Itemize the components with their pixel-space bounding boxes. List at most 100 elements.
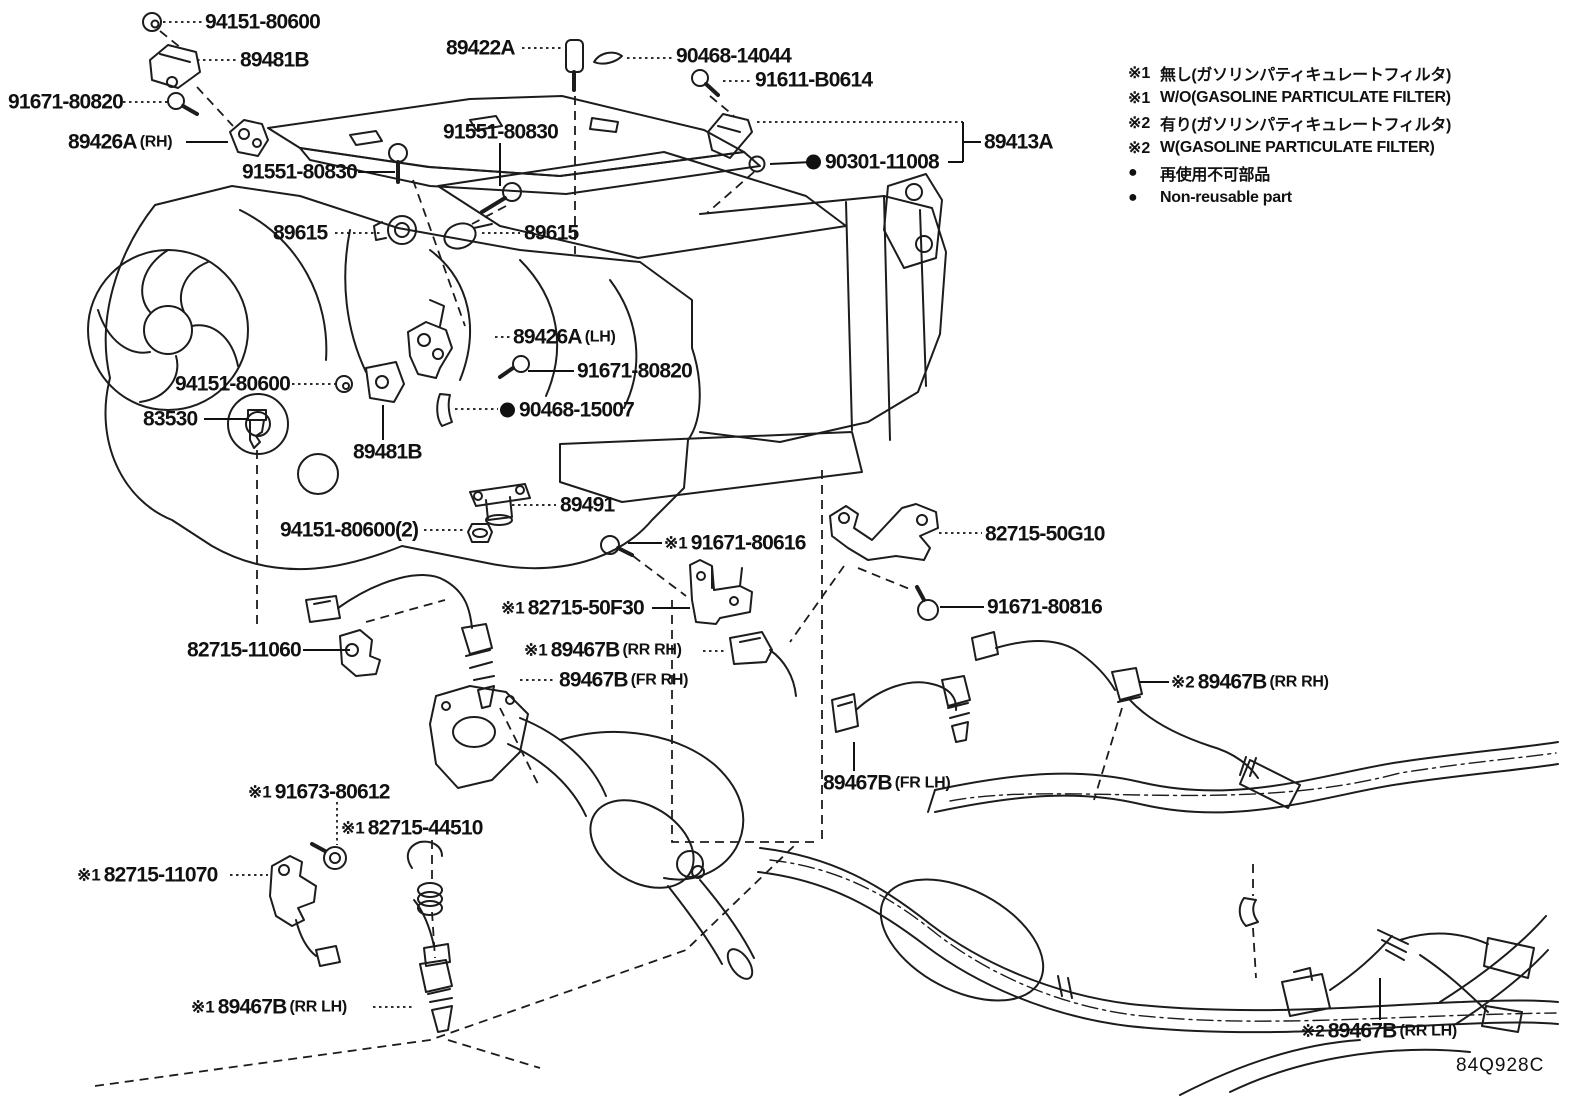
part-number: 91673-80612 xyxy=(274,780,391,804)
part-label-90301-11008: 90301-11008 xyxy=(806,150,940,174)
part-icon-sensor-89426a-rh xyxy=(229,119,269,157)
part-label-91671-80820: 91671-80820 xyxy=(577,361,693,382)
variant-marker: ※2 xyxy=(1301,1021,1325,1041)
part-number: 82715-44510 xyxy=(367,816,484,840)
engine-drawing xyxy=(87,95,947,571)
legend-row-5: ● 再使用不可部品 xyxy=(1128,160,1451,185)
part-label-82715-50g10: 82715-50G10 xyxy=(985,524,1105,545)
part-number: 94151-80600 xyxy=(175,372,291,396)
part-label-91671-80820: 91671-80820 xyxy=(8,90,124,114)
legend-row-6: ● Non-reusable part xyxy=(1128,185,1451,210)
part-icon-nut-94151-80600-top xyxy=(142,12,162,32)
part-label-91551-80830: 91551-80830 xyxy=(242,160,358,184)
part-label-89491: 89491 xyxy=(560,493,615,517)
legend-text: 有り(ガソリンパティキュレートフィルタ) xyxy=(1160,116,1452,134)
legend-marker: ● xyxy=(1128,163,1138,181)
part-label-90468-15007: 90468-15007 xyxy=(500,398,635,422)
part-icon-sensor-89426a-lh xyxy=(407,299,453,379)
part-number: 94151-80600(2) xyxy=(280,518,419,542)
part-label-89422a: 89422A xyxy=(446,36,516,60)
non-reusable-dot-icon xyxy=(806,154,821,170)
part-icon-sensor-89491 xyxy=(469,483,531,526)
part-label-90468-14044: 90468-14044 xyxy=(676,44,792,68)
part-icon-bracket-82715-50g10 xyxy=(829,503,939,561)
part-label-89426a-rh: 89426A(RH) xyxy=(68,130,173,154)
part-label-94151-80600: 94151-80600 xyxy=(175,372,291,396)
legend-text: W/O(GASOLINE PARTICULATE FILTER) xyxy=(1160,88,1451,106)
leader-lines-dotted xyxy=(123,21,982,1008)
non-reusable-dot-icon xyxy=(500,402,515,418)
part-number: 82715-50G10 xyxy=(985,522,1105,546)
part-number: 90468-15007 xyxy=(519,398,635,422)
legend-text: Non-reusable part xyxy=(1160,188,1292,206)
part-icon-sensor-89467b-rr-rh-2 xyxy=(971,631,1301,809)
part-number: 82715-50F30 xyxy=(527,596,645,620)
legend-marker: ※1 xyxy=(1128,89,1151,107)
part-label-89615: 89615 xyxy=(524,223,579,244)
position-note: (RR LH) xyxy=(1399,1022,1457,1039)
part-label-89467b-fr-rh: 89467B(FR RH) xyxy=(559,670,689,691)
part-label-91551-80830: 91551-80830 xyxy=(443,120,559,144)
variant-marker: ※1 xyxy=(341,818,365,838)
part-icon-bolt-91671-80816 xyxy=(915,585,939,621)
part-label-89481b: 89481B xyxy=(240,48,310,72)
part-icon-sensor-89422a xyxy=(565,39,584,92)
part-icon-bolt-91611-b0614 xyxy=(691,69,720,97)
part-icon-bolt-91671-80820-2 xyxy=(498,355,530,379)
diagram-code: 84Q928C xyxy=(1456,1055,1545,1076)
part-icon-sensor-89467b-rr-lh-1 xyxy=(413,899,453,1033)
part-number: 91671-80616 xyxy=(690,531,807,555)
part-number: 82715-11070 xyxy=(103,863,219,887)
part-number: 89467B xyxy=(217,995,288,1019)
part-icon-sensor-89413a xyxy=(707,113,766,173)
part-number: 94151-80600 xyxy=(205,10,321,34)
variant-marker: ※1 xyxy=(248,782,272,802)
legend-marker: ● xyxy=(1128,188,1138,206)
part-icon-bracket-82715-50f30 xyxy=(689,559,753,625)
legend-text: 無し(ガソリンパティキュレートフィルタ) xyxy=(1160,66,1452,84)
part-number: 89491 xyxy=(560,493,615,517)
part-number: 90468-14044 xyxy=(676,44,792,68)
part-icon-clip-90468-14044 xyxy=(593,51,623,65)
part-icon-bolt-91671-80820 xyxy=(167,92,199,116)
part-number: 89422A xyxy=(446,36,516,60)
dashed-association-lines xyxy=(94,30,1257,1087)
position-note: (LH) xyxy=(584,328,616,345)
part-number: 89467B xyxy=(1327,1019,1398,1043)
part-number: 91671-80816 xyxy=(987,595,1103,619)
variant-marker: ※1 xyxy=(664,533,688,553)
part-icon-grommet-91673-80612 xyxy=(310,842,347,870)
part-number: 91671-80820 xyxy=(8,90,124,114)
part-icon-bracket-82715-11070 xyxy=(269,855,341,967)
legend-row-2: ※1 W/O(GASOLINE PARTICULATE FILTER) xyxy=(1128,85,1451,110)
part-label-89413a: 89413A xyxy=(984,130,1054,154)
part-number: 89426A xyxy=(68,130,138,154)
part-number: 91551-80830 xyxy=(242,160,358,184)
part-number: 89413A xyxy=(984,130,1054,154)
part-number: 90301-11008 xyxy=(825,150,940,174)
part-label-89615: 89615 xyxy=(273,223,328,244)
variant-marker: ※2 xyxy=(1171,672,1195,692)
part-icon-nut-94151-80600-2 xyxy=(335,375,353,393)
position-note: (RR RH) xyxy=(1269,673,1329,690)
part-number: 89467B xyxy=(550,638,621,662)
variant-marker: ※1 xyxy=(524,640,548,660)
legend-text: 再使用不可部品 xyxy=(1160,166,1270,184)
position-note: (RH) xyxy=(139,133,173,150)
part-number: 89481B xyxy=(240,48,310,72)
position-note: (RR LH) xyxy=(289,998,347,1015)
part-number: 91551-80830 xyxy=(443,120,559,144)
part-label-82715-11060: 82715-11060 xyxy=(187,640,302,661)
